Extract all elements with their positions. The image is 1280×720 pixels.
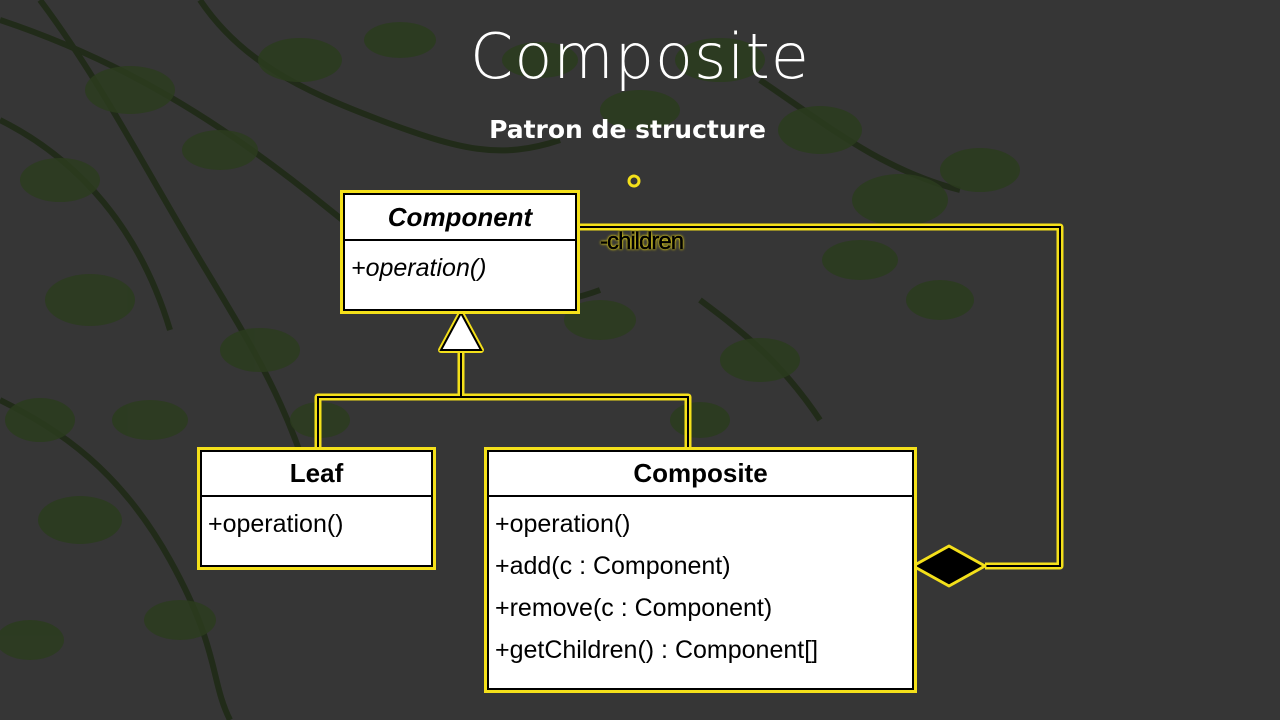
composite-operation: +add(c : Component) (495, 552, 731, 580)
composite-class-name: Composite (489, 452, 912, 497)
composite-operation: +getChildren() : Component[] (495, 636, 819, 664)
association-role-label: -children (600, 228, 685, 256)
slide-subtitle: Patron de structure (489, 115, 766, 144)
component-operation: +operation() (351, 254, 487, 282)
composite-operation: +operation() (495, 510, 631, 538)
component-class-name: Component (345, 195, 575, 241)
composite-class: Composite +operation() +add(c : Componen… (484, 447, 917, 693)
composite-operation: +remove(c : Component) (495, 594, 773, 622)
leaf-class: Leaf +operation() (197, 447, 436, 570)
leaf-operations: +operation() (202, 497, 431, 551)
leaf-operation: +operation() (208, 510, 344, 538)
composite-operations: +operation() +add(c : Component) +remove… (489, 497, 912, 677)
component-class: Component +operation() (340, 190, 580, 314)
component-operations: +operation() (345, 241, 575, 295)
slide-title: Composite (470, 20, 810, 93)
leaf-class-name: Leaf (202, 452, 431, 497)
